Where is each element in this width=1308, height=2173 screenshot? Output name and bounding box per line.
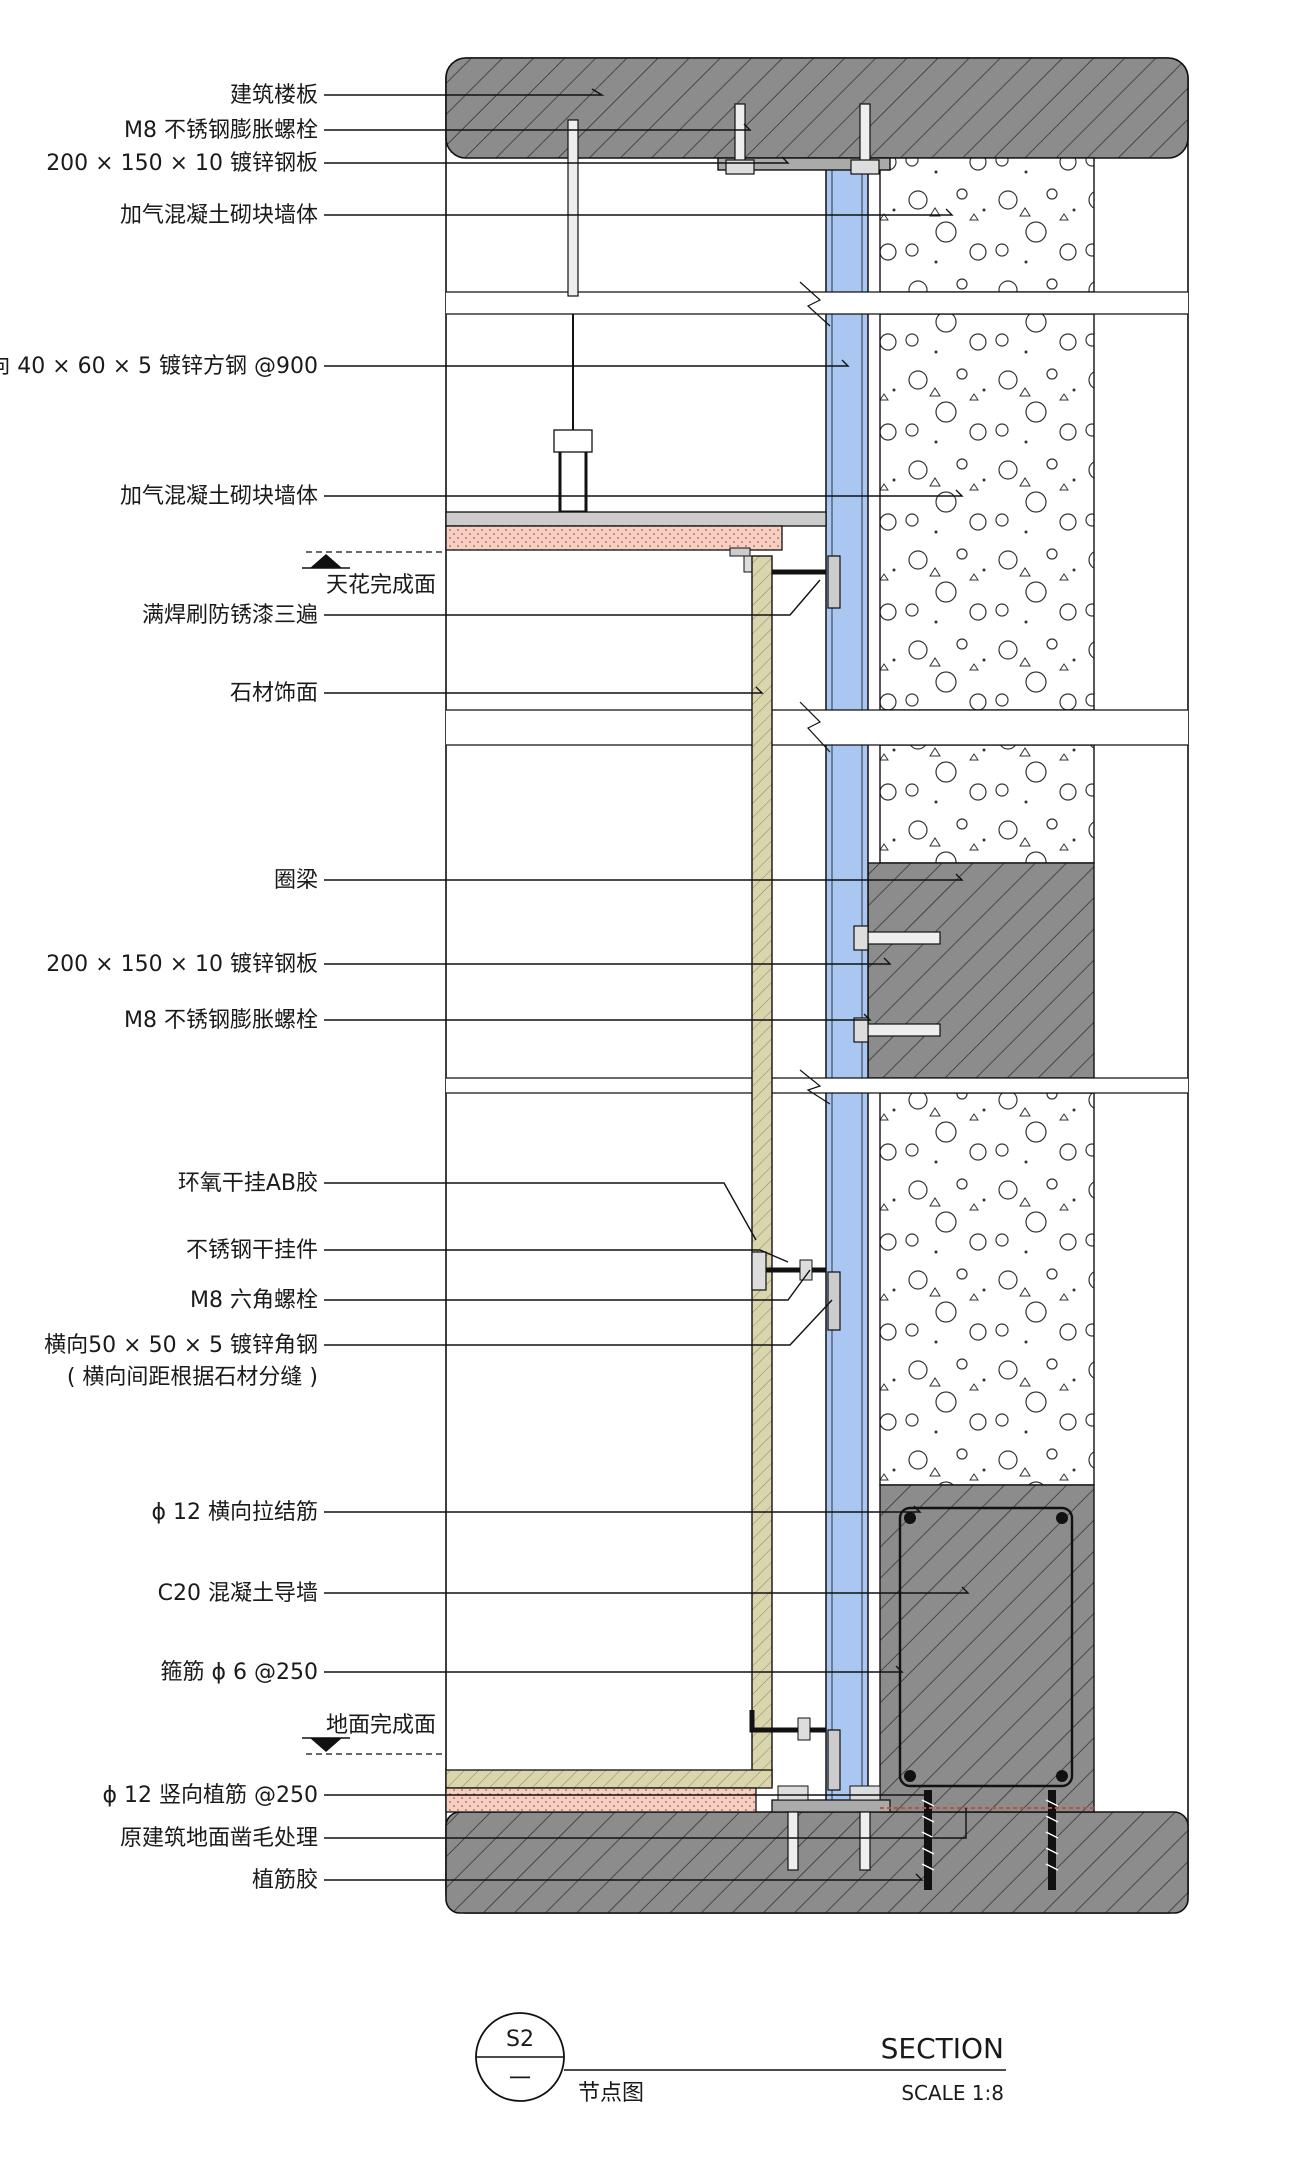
label-plate-mid: 200 × 150 × 10 镀锌钢板 [46,952,318,977]
label-glue: 植筋胶 [252,1868,318,1893]
anchor-bolts-bottom [777,1785,881,1871]
floor-mortar [445,1787,757,1813]
label-weld: 满焊刷防锈漆三遍 [142,603,318,628]
steel-plate-top [717,157,891,171]
label-floor-slab: 建筑楼板 [230,83,318,108]
label-roughen: 原建筑地面凿毛处理 [120,1826,318,1851]
planted-bars [921,1790,1059,1890]
label-epoxy: 环氧干挂AB胶 [178,1171,318,1196]
section-geometry [302,57,1189,1914]
label-bolt-top: M8 不锈钢膨胀螺栓 [124,118,318,143]
c20-guide-wall [879,1484,1095,1813]
ceiling-hanger [553,119,593,514]
floor-slab-top [445,57,1189,159]
title-scale: SCALE 1:8 [901,2081,1004,2105]
label-plate-top: 200 × 150 × 10 镀锌钢板 [46,151,318,176]
label-angle-1: 横向50 × 50 × 5 镀锌角钢 [44,1333,318,1358]
label-aac-2: 加气混凝土砌块墙体 [120,484,318,509]
title-dash: 一 [509,2067,531,2092]
dry-hang-bracket [751,1251,841,1331]
title-section: SECTION [881,2032,1004,2065]
title-name: 节点图 [578,2081,644,2106]
title-code: S2 [506,2027,534,2052]
aac-wall-middle [879,313,1095,711]
floor-level-mark [302,1737,446,1755]
label-ceiling-finish: 天花完成面 [326,573,436,598]
ceiling-channel [445,511,827,527]
ring-beam [867,862,1095,1079]
label-aac-1: 加气混凝土砌块墙体 [120,203,318,228]
ceiling-level-mark [302,551,446,569]
stone-cladding [751,555,773,1787]
bottom-bracket [749,1710,841,1791]
aac-wall-upper [879,157,1095,293]
label-c20: C20 混凝土导墙 [158,1581,318,1606]
leader-lines [324,88,970,1881]
label-stone: 石材饰面 [230,681,318,706]
label-ring-beam: 圈梁 [274,868,318,893]
label-hex-bolt: M8 六角螺栓 [190,1288,318,1313]
label-bolt-mid: M8 不锈钢膨胀螺栓 [124,1008,318,1033]
aac-wall-lower-b [879,1092,1095,1486]
label-floor-finish: 地面完成面 [326,1713,436,1738]
label-tie-bar: ϕ 12 横向拉结筋 [152,1500,319,1525]
label-tube: 竖向 40 × 60 × 5 镀锌方钢 @900 [0,354,318,379]
aac-wall-lower-a [879,744,1095,864]
label-hanger: 不锈钢干挂件 [186,1238,318,1263]
rebar-cage [898,1506,1074,1788]
floor-stone [445,1769,773,1789]
label-vert-bar: ϕ 12 竖向植筋 @250 [103,1783,318,1808]
steel-plate-bottom [771,1799,891,1813]
tie-bar-dots [904,1512,1068,1782]
label-stirrup: 箍筋 ϕ 6 @250 [161,1660,318,1685]
ring-beam-anchors [853,925,941,1043]
title-block: S2 一 节点图 SECTION SCALE 1:8 [475,2012,1006,2106]
callout-labels: 建筑楼板 M8 不锈钢膨胀螺栓 200 × 150 × 10 镀锌钢板 加气混凝… [0,83,436,1893]
floor-slab-bottom [445,1811,1189,1914]
ceiling-board [445,525,783,551]
label-angle-2: ( 横向间距根据石材分缝 ) [67,1365,318,1390]
